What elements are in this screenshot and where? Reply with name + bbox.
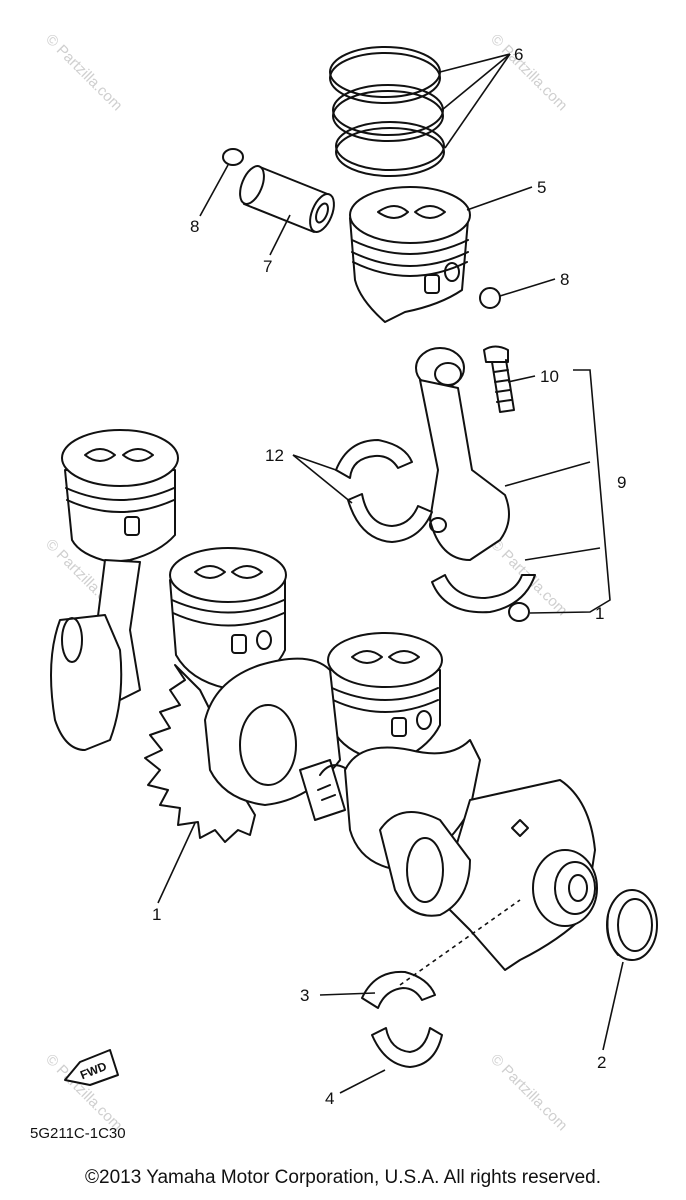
piston-rings [329,46,445,177]
piston-pin [239,165,335,233]
piston-part [349,186,471,323]
reference-line [399,899,521,986]
callout-8-right: 8 [560,270,569,289]
callout-labels: 6 5 8 7 8 10 12 9 1 1 3 2 4 [152,45,626,1108]
callout-6: 6 [514,45,523,64]
callout-2: 2 [597,1053,606,1072]
piston-pin-clip-left [222,148,244,166]
copyright-notice: ©2013 Yamaha Motor Corporation, U.S.A. A… [85,1167,601,1188]
connecting-rod-bearings [335,439,433,543]
callout-8-left: 8 [190,217,199,236]
callout-7: 7 [263,257,272,276]
callout-1-top-right: 1 [595,604,604,623]
leader-lines [157,53,624,1094]
piston-pin-clip-right [479,287,501,309]
piston-front [327,632,443,763]
drawing-code: 5G211C-1C30 [30,1125,126,1142]
callout-4: 4 [325,1089,334,1108]
fwd-arrow: FWD [64,1049,119,1086]
connecting-rod [415,347,536,622]
callout-9: 9 [617,473,626,492]
piston-middle [169,547,287,689]
crankshaft [50,614,598,971]
oil-seal [606,889,658,961]
callout-5: 5 [537,178,546,197]
watermark: © Partzilla.com [42,31,125,114]
watermark: © Partzilla.com [487,1051,570,1134]
main-bearing-upper [361,970,436,1009]
callout-1-gear: 1 [152,905,161,924]
callout-10: 10 [540,367,559,386]
connecting-rod-bolt [483,345,515,413]
main-bearing-lower [371,1027,443,1068]
watermark: © Partzilla.com [487,31,570,114]
callout-12: 12 [265,446,284,465]
callout-3: 3 [300,986,309,1005]
